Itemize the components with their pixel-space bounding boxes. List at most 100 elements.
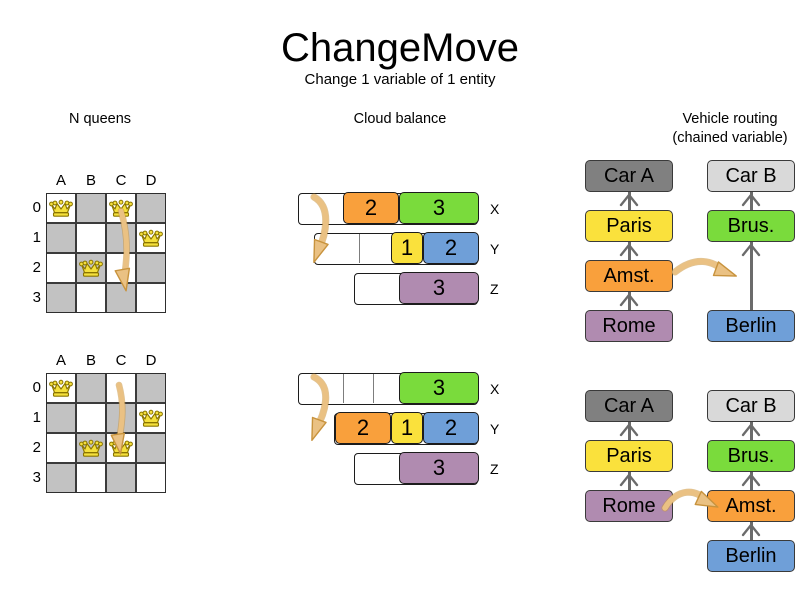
board-column-label-A: A <box>55 352 66 369</box>
routing-chain-link <box>749 192 753 210</box>
board-cell-C3[interactable] <box>106 463 136 493</box>
cloud-process-block[interactable]: 1 <box>391 232 423 265</box>
routing-heading-line1: Vehicle routing <box>682 111 778 127</box>
routing-node-cara[interactable]: Car A <box>585 390 673 422</box>
board-cell-A2[interactable] <box>46 253 76 283</box>
board-row-label-1: 1 <box>32 229 41 246</box>
routing-node-carb[interactable]: Car B <box>707 390 795 422</box>
board-cell-B3[interactable] <box>76 463 106 493</box>
cloud-process-block[interactable]: 3 <box>399 372 479 405</box>
board-column-label-D: D <box>145 352 157 369</box>
cloud-computer-label-X: X <box>490 381 500 397</box>
board-column-label-B: B <box>85 172 96 189</box>
routing-node-berlin[interactable]: Berlin <box>707 540 795 572</box>
board-cell-A0[interactable] <box>46 193 76 223</box>
routing-arrow-head-icon <box>741 473 761 487</box>
routing-chain-link <box>627 472 631 490</box>
board-cell-D0[interactable] <box>136 373 166 403</box>
board-cell-D3[interactable] <box>136 283 166 313</box>
board-column-label-B: B <box>85 352 96 369</box>
cloud-bar-divider <box>373 374 375 403</box>
routing-node-cara[interactable]: Car A <box>585 160 673 192</box>
routing-chain-link <box>749 472 753 490</box>
cloud-computer-label-Z: Z <box>490 281 499 297</box>
board-cell-A0[interactable] <box>46 373 76 403</box>
queen-piece[interactable] <box>76 253 106 283</box>
queen-piece[interactable] <box>106 193 136 223</box>
board-column-label-D: D <box>145 172 157 189</box>
routing-node-paris[interactable]: Paris <box>585 440 673 472</box>
routing-heading-line2: (chained variable) <box>672 130 788 146</box>
routing-node-berlin[interactable]: Berlin <box>707 310 795 342</box>
queen-piece[interactable] <box>76 433 106 463</box>
board-cell-B3[interactable] <box>76 283 106 313</box>
routing-node-carb[interactable]: Car B <box>707 160 795 192</box>
board-cell-B0[interactable] <box>76 193 106 223</box>
routing-node-rome[interactable]: Rome <box>585 310 673 342</box>
board-row-label-2: 2 <box>32 259 41 276</box>
board-gridline-horizontal <box>46 282 166 284</box>
cloud-process-block[interactable]: 3 <box>399 272 479 305</box>
cloud-process-block[interactable]: 1 <box>391 412 423 445</box>
board-cell-B1[interactable] <box>76 223 106 253</box>
cloud-process-block[interactable]: 2 <box>423 232 479 265</box>
cloud-process-block[interactable]: 2 <box>343 192 399 225</box>
board-gridline-vertical <box>135 373 137 493</box>
board-cell-B2[interactable] <box>76 253 106 283</box>
routing-arrow-head-icon <box>619 193 639 207</box>
board-column-label-C: C <box>115 172 127 189</box>
routing-node-amst[interactable]: Amst. <box>585 260 673 292</box>
queen-piece[interactable] <box>46 373 76 403</box>
cloud-bar-divider <box>359 234 361 263</box>
board-frame <box>46 373 166 493</box>
cloud-bar-divider <box>343 374 345 403</box>
board-cell-D3[interactable] <box>136 463 166 493</box>
cloud-process-block[interactable]: 3 <box>399 192 479 225</box>
board-cell-A1[interactable] <box>46 223 76 253</box>
board-gridline-horizontal <box>46 462 166 464</box>
board-cell-A1[interactable] <box>46 403 76 433</box>
board-cell-D0[interactable] <box>136 193 166 223</box>
queen-piece[interactable] <box>106 433 136 463</box>
cloud-process-block[interactable]: 2 <box>335 412 391 445</box>
board-cell-D2[interactable] <box>136 433 166 463</box>
cloud-computer-bar-Z[interactable]: 3 <box>354 272 479 305</box>
board-cell-D2[interactable] <box>136 253 166 283</box>
board-cell-A3[interactable] <box>46 283 76 313</box>
cloud-process-block[interactable]: 2 <box>423 412 479 445</box>
cloud-computer-bar-Z[interactable]: 3 <box>354 452 479 485</box>
queen-piece[interactable] <box>46 193 76 223</box>
board-row-label-3: 3 <box>32 289 41 306</box>
board-cell-A3[interactable] <box>46 463 76 493</box>
routing-node-amst[interactable]: Amst. <box>707 490 795 522</box>
board-gridline-horizontal <box>46 252 166 254</box>
board-column-label-C: C <box>115 352 127 369</box>
routing-node-brus[interactable]: Brus. <box>707 210 795 242</box>
routing-arrow-head-icon <box>741 193 761 207</box>
cloud-computer-label-X: X <box>490 201 500 217</box>
board-row-label-3: 3 <box>32 469 41 486</box>
queen-piece[interactable] <box>136 223 166 253</box>
cloud-computer-bar-X[interactable]: 3 <box>298 372 479 405</box>
routing-chain-link <box>627 242 631 260</box>
board-cell-D1[interactable] <box>136 223 166 253</box>
routing-node-paris[interactable]: Paris <box>585 210 673 242</box>
queen-piece[interactable] <box>136 403 166 433</box>
cloud-process-block[interactable]: 3 <box>399 452 479 485</box>
board-cell-D1[interactable] <box>136 403 166 433</box>
page-title: ChangeMove <box>281 26 519 70</box>
board-cell-A2[interactable] <box>46 433 76 463</box>
board-cell-B1[interactable] <box>76 403 106 433</box>
routing-node-rome[interactable]: Rome <box>585 490 673 522</box>
board-cell-B2[interactable] <box>76 433 106 463</box>
board-row-label-0: 0 <box>32 379 41 396</box>
board-cell-B0[interactable] <box>76 373 106 403</box>
section-heading-cloud-balance: Cloud balance <box>353 111 447 127</box>
routing-node-brus[interactable]: Brus. <box>707 440 795 472</box>
